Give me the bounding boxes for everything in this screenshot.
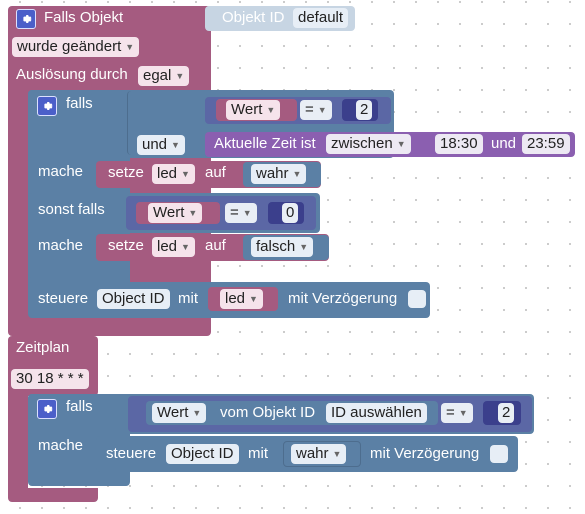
- operator-value-3: =: [446, 404, 455, 421]
- control-label-1: steuere: [38, 290, 89, 307]
- bool-value-2: falsch: [256, 238, 296, 255]
- gear-icon[interactable]: [37, 399, 57, 419]
- wert-value-1: Wert: [231, 101, 263, 118]
- triangle-down-icon: ▼: [292, 169, 302, 179]
- triangle-down-icon: ▼: [266, 105, 276, 115]
- logic-and-dropdown[interactable]: und▼: [137, 135, 185, 155]
- else-if-label: sonst falls: [38, 201, 105, 218]
- delay-checkbox-1[interactable]: [408, 290, 426, 308]
- triangle-down-icon: ▼: [332, 449, 342, 459]
- if-label: falls: [66, 95, 93, 112]
- cron-field[interactable]: 30 18 * * *: [11, 369, 89, 389]
- bool-value-1: wahr: [256, 165, 289, 182]
- gear-icon[interactable]: [16, 9, 36, 29]
- triangle-down-icon: ▼: [317, 105, 327, 115]
- id-select-value: ID auswählen: [331, 404, 422, 421]
- time-end-field[interactable]: 23:59: [522, 134, 570, 154]
- number-value-2: 0: [286, 204, 295, 221]
- set-var-dropdown-1[interactable]: led▼: [152, 164, 195, 184]
- triangle-down-icon: ▼: [181, 242, 190, 252]
- triangle-down-icon: ▼: [188, 208, 198, 218]
- triangle-down-icon: ▼: [396, 139, 406, 149]
- cron-value: 30 18 * * *: [16, 370, 84, 387]
- if-label-2: falls: [66, 398, 93, 415]
- triangle-down-icon: ▼: [125, 42, 135, 52]
- do-label-2: mache: [38, 237, 84, 254]
- number-value-3: 2: [502, 404, 511, 421]
- trigger-title: Falls Objekt: [44, 9, 124, 26]
- time-mode-value: zwischen: [331, 135, 393, 152]
- triangle-down-icon: ▼: [181, 169, 190, 179]
- object-id-label: Objekt ID: [222, 9, 285, 26]
- control-delay-label-1: mit Verzögerung: [288, 290, 398, 307]
- control-object-field-2[interactable]: Object ID: [166, 444, 239, 464]
- time-start-value: 18:30: [440, 135, 478, 152]
- triangle-down-icon: ▼: [171, 140, 180, 150]
- wert-value-2: Wert: [153, 204, 185, 221]
- set-var-dropdown-2[interactable]: led▼: [152, 237, 195, 257]
- control-object-field-1[interactable]: Object ID: [97, 289, 170, 309]
- do-label-1: mache: [38, 163, 84, 180]
- trigger-by-value: egal: [143, 67, 172, 84]
- bool-dropdown-2[interactable]: falsch▼: [251, 237, 314, 257]
- control-object-value-2: Object ID: [171, 445, 234, 462]
- triangle-down-icon: ▼: [192, 408, 202, 418]
- triangle-down-icon: ▼: [175, 71, 185, 81]
- bool-value-3: wahr: [296, 445, 329, 462]
- number-field-1[interactable]: 2: [356, 100, 373, 120]
- set-on-label-2: auf: [205, 237, 226, 254]
- number-value-1: 2: [360, 101, 369, 118]
- set-var-value-2: led: [157, 238, 178, 255]
- operator-value-1: =: [305, 101, 314, 118]
- gear-icon[interactable]: [37, 96, 57, 116]
- triangle-down-icon: ▼: [458, 408, 468, 418]
- set-on-label-1: auf: [205, 164, 226, 181]
- control-label-2: steuere: [106, 445, 157, 462]
- operator-dropdown-2[interactable]: =▼: [225, 203, 257, 223]
- time-and-label: und: [491, 135, 517, 152]
- time-start-field[interactable]: 18:30: [435, 134, 483, 154]
- set-var-value-1: led: [157, 165, 178, 182]
- triangle-down-icon: ▼: [242, 208, 252, 218]
- control-delay-label-2: mit Verzögerung: [370, 445, 480, 462]
- time-mode-dropdown[interactable]: zwischen▼: [326, 134, 411, 154]
- triangle-down-icon: ▼: [299, 242, 309, 252]
- number-field-3[interactable]: 2: [498, 403, 515, 423]
- control-with-label-2: mit: [248, 445, 268, 462]
- set-label-1: setze: [108, 164, 144, 181]
- object-id-field[interactable]: default: [293, 8, 349, 28]
- number-field-2[interactable]: 0: [282, 203, 299, 223]
- control-object-value-1: Object ID: [102, 290, 165, 307]
- schedule-block-stem: [8, 390, 28, 490]
- operator-dropdown-3[interactable]: =▼: [441, 403, 473, 423]
- changed-dropdown[interactable]: wurde geändert▼: [12, 37, 140, 57]
- schedule-title: Zeitplan: [16, 339, 70, 356]
- get-value-from-label: vom Objekt ID: [220, 404, 316, 421]
- schedule-block-footer: [8, 488, 98, 502]
- get-value-value: Wert: [157, 404, 189, 421]
- wert-dropdown-1[interactable]: Wert▼: [226, 100, 281, 120]
- object-id-value: default: [298, 9, 344, 26]
- trigger-by-label: Auslösung durch: [16, 66, 128, 83]
- led-dropdown[interactable]: led▼: [220, 289, 263, 309]
- control-with-label-1: mit: [178, 290, 198, 307]
- trigger-by-dropdown[interactable]: egal▼: [138, 66, 190, 86]
- logic-and-value: und: [142, 136, 168, 153]
- set-label-2: setze: [108, 237, 144, 254]
- operator-dropdown-1[interactable]: =▼: [300, 100, 332, 120]
- time-end-value: 23:59: [527, 135, 565, 152]
- operator-value-2: =: [230, 204, 239, 221]
- if-block-1-footer: [28, 262, 130, 278]
- id-select-field[interactable]: ID auswählen: [326, 403, 427, 423]
- bool-dropdown-3[interactable]: wahr▼: [291, 444, 347, 464]
- get-value-dropdown[interactable]: Wert▼: [152, 403, 207, 423]
- time-label: Aktuelle Zeit ist: [214, 135, 316, 152]
- triangle-down-icon: ▼: [249, 294, 258, 304]
- do-label-3: mache: [38, 437, 84, 454]
- changed-dropdown-value: wurde geändert: [17, 38, 122, 55]
- delay-checkbox-2[interactable]: [490, 445, 508, 463]
- wert-dropdown-2[interactable]: Wert▼: [148, 203, 203, 223]
- bool-dropdown-1[interactable]: wahr▼: [251, 164, 307, 184]
- led-value: led: [225, 290, 246, 307]
